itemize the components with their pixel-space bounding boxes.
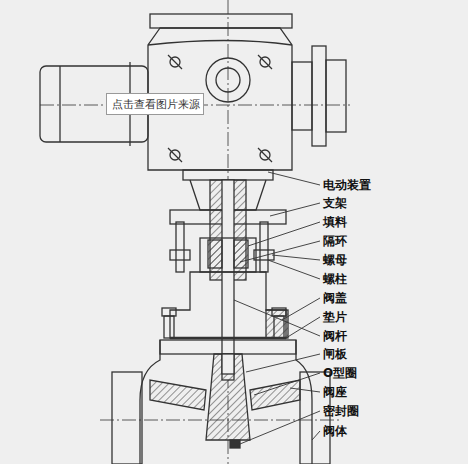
part-label: 阀杆 — [323, 329, 347, 343]
part-label: 螺柱 — [323, 272, 347, 286]
part-label: 阀盖 — [323, 291, 347, 305]
source-tooltip: 点击查看图片来源 — [106, 93, 204, 115]
part-label: 填料 — [323, 215, 347, 229]
part-label: 电动装置 — [323, 178, 371, 192]
part-label: 阀体 — [323, 424, 347, 438]
part-label: O型圈 — [323, 366, 357, 380]
part-label: 密封圈 — [323, 404, 359, 418]
part-label: 垫片 — [323, 310, 347, 324]
part-label: 阀座 — [323, 385, 347, 399]
part-label: 隔环 — [323, 234, 347, 248]
tooltip-text: 点击查看图片来源 — [112, 98, 198, 112]
part-label: 支架 — [323, 196, 347, 210]
part-label: 闸板 — [323, 347, 347, 361]
part-label: 螺母 — [323, 253, 347, 267]
